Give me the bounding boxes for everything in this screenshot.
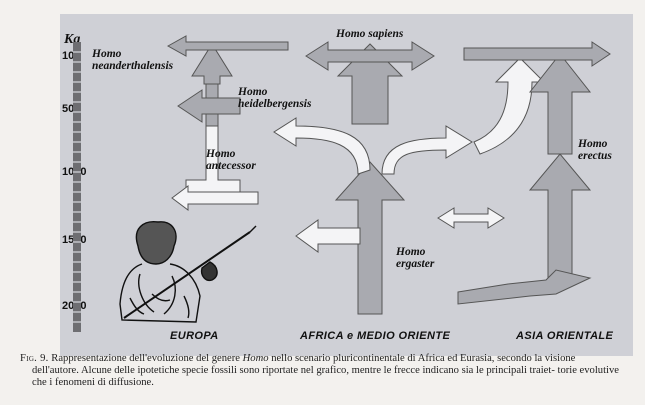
label-ergaster-genus: Homo bbox=[396, 246, 426, 258]
label-homo-erectus: Homo erectus bbox=[578, 138, 612, 162]
region-label-africa: AFRICA e MEDIO ORIENTE bbox=[300, 330, 451, 342]
asia-erectus-upper-stem bbox=[528, 53, 592, 155]
europe-top-left-arrow bbox=[166, 35, 289, 57]
figure-caption: Fig. 9. Rappresentazione dell'evoluzione… bbox=[20, 353, 620, 390]
label-homo-ergaster: Homo ergaster bbox=[396, 246, 434, 270]
caption-genus-name: Homo bbox=[242, 353, 269, 364]
label-erectus-genus: Homo bbox=[578, 138, 608, 150]
label-neanderthalensis-genus: Homo bbox=[92, 48, 122, 60]
region-label-europa: EUROPA bbox=[170, 330, 219, 342]
scale-bar bbox=[73, 42, 81, 332]
label-homo-heidelbergensis: Homo heidelbergensis bbox=[238, 86, 311, 110]
africa-to-asia-curve-arrow bbox=[473, 57, 546, 155]
africa-left-early-arrow bbox=[295, 219, 361, 253]
caption-text-part2: nello scenario pluricontinentale di Afri… bbox=[271, 353, 576, 364]
label-heidelbergensis-genus: Homo bbox=[238, 86, 268, 98]
hominin-sketch-illustration bbox=[119, 221, 257, 323]
asia-lineage-arrows bbox=[437, 41, 611, 305]
label-homo-sapiens: Homo sapiens bbox=[336, 28, 404, 40]
label-neanderthalensis-species: neanderthalensis bbox=[92, 60, 174, 72]
label-antecessor-genus: Homo bbox=[206, 148, 236, 160]
label-erectus-species: erectus bbox=[578, 150, 612, 162]
evolution-diagram: Ka 100 500 1000 1500 2000 bbox=[60, 14, 633, 356]
asia-erectus-lower-stem bbox=[528, 153, 592, 285]
label-homo-antecessor: Homo antecessor bbox=[206, 148, 256, 172]
caption-text-part1: Rappresentazione dell'evoluzione del gen… bbox=[51, 353, 240, 364]
region-label-asia: ASIA ORIENTALE bbox=[516, 330, 614, 342]
label-ergaster-species: ergaster bbox=[396, 258, 435, 270]
africa-right-curve-arrow bbox=[381, 125, 473, 175]
europe-lineage-arrows bbox=[166, 35, 289, 211]
caption-continuation: dell'autore. Alcune delle ipotetiche spe… bbox=[32, 365, 619, 389]
africa-lineage-arrows bbox=[273, 41, 546, 315]
europe-heidelbergensis-arrow bbox=[177, 89, 241, 123]
asia-bidirectional-arrow bbox=[437, 207, 505, 229]
asia-ergaster-dispersal-arrow bbox=[457, 269, 592, 305]
arrows-layer bbox=[73, 35, 611, 332]
label-homo-neanderthalensis: Homo neanderthalensis bbox=[92, 48, 173, 72]
asia-top-right-arrow bbox=[463, 41, 611, 67]
caption-figure-number: Fig. 9. bbox=[20, 353, 49, 364]
europe-antecessor-left-arrow bbox=[171, 185, 259, 211]
caption-first-line: Fig. 9. Rappresentazione dell'evoluzione… bbox=[20, 353, 620, 365]
label-heidelbergensis-species: heidelbergensis bbox=[238, 98, 312, 110]
africa-ergaster-stem bbox=[334, 161, 406, 315]
africa-left-curve-arrow bbox=[273, 117, 371, 175]
label-antecessor-species: antecessor bbox=[206, 160, 256, 172]
africa-sapiens-spread-arrow bbox=[305, 41, 435, 71]
